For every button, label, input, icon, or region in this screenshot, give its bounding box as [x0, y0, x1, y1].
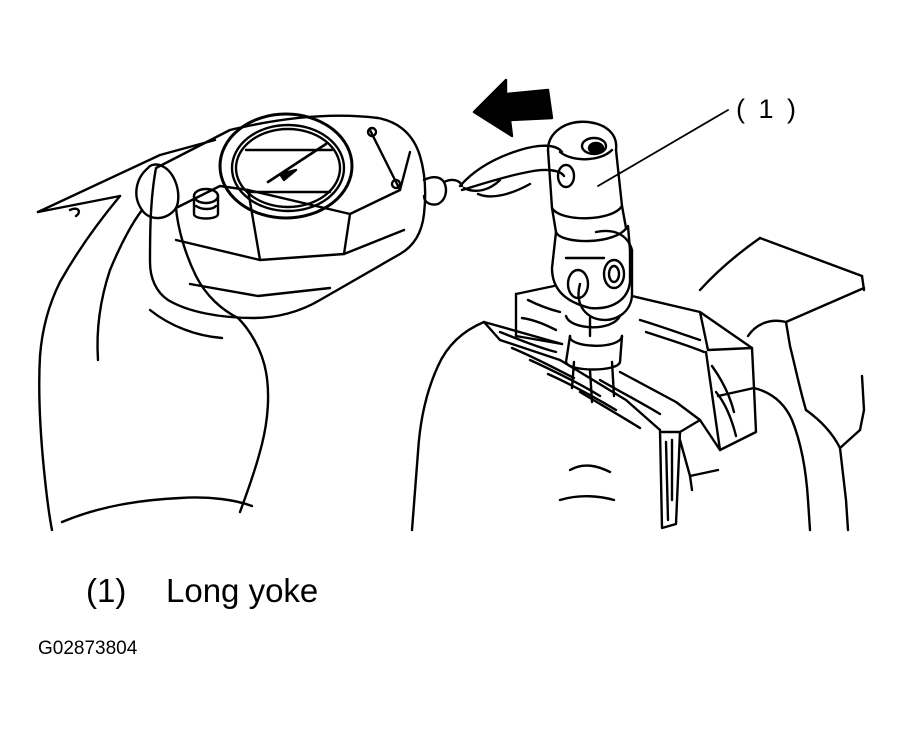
long-yoke-drawing: [548, 122, 632, 402]
tension-gauge-drawing: [150, 114, 564, 318]
callout-label-1: ( 1 ): [736, 94, 800, 124]
legend-number: (1): [86, 572, 127, 609]
vise-drawing: [412, 238, 864, 530]
legend-text: Long yoke: [166, 572, 319, 609]
figure-code: G02873804: [38, 638, 138, 659]
callout-leader-line: [598, 110, 728, 186]
pull-direction-arrow: [474, 80, 552, 136]
illustration: [0, 0, 905, 560]
legend-row: (1) Long yoke: [86, 572, 318, 610]
wood-blocks-drawing: [484, 286, 756, 528]
